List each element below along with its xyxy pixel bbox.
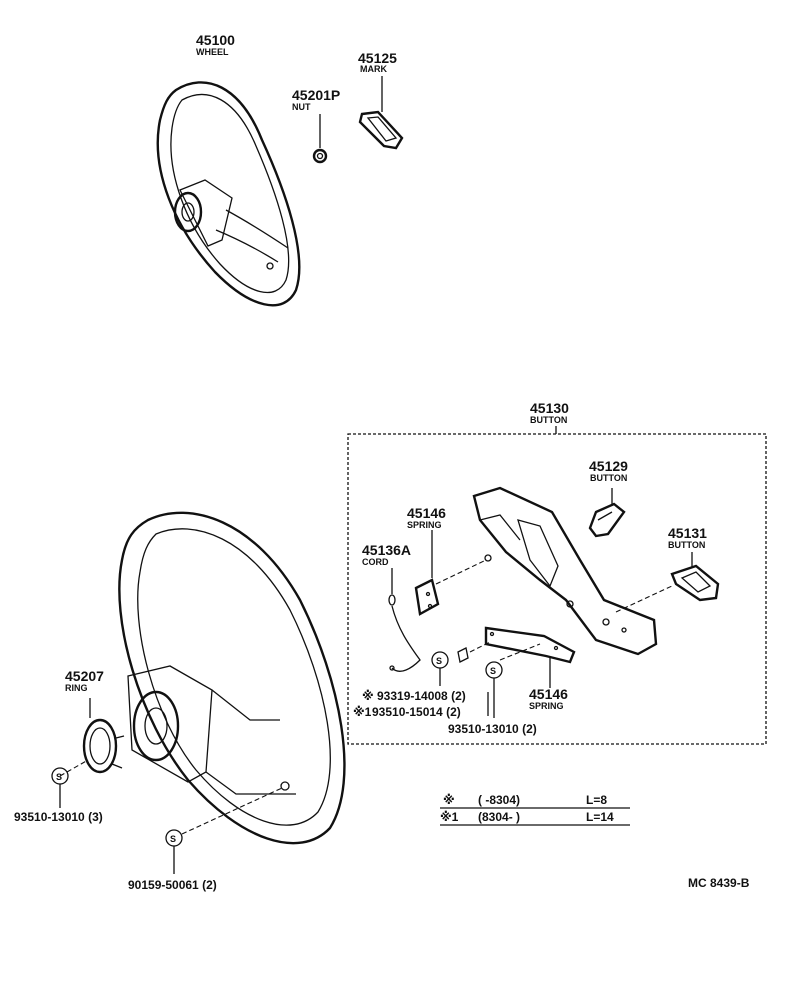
part-number-button-129: 45129 <box>589 458 628 474</box>
part-number-button-assy: 45130 <box>530 400 569 416</box>
part-name-button-131: BUTTON <box>668 540 705 550</box>
part-name-ring: RING <box>65 683 88 693</box>
part-name-mark: MARK <box>360 64 387 74</box>
part-number-button-131: 45131 <box>668 525 707 541</box>
screw-symbols-box <box>431 651 503 718</box>
nut-part <box>312 114 328 164</box>
spring-top-part <box>414 530 487 616</box>
note-length-2: L=14 <box>586 810 614 824</box>
part-number-nut: 45201P <box>292 87 340 103</box>
button-assembly-box <box>347 426 767 745</box>
part-name-wheel: WHEEL <box>196 47 229 57</box>
screw-symbol: S <box>436 656 442 666</box>
part-number-spring-top: 45146 <box>407 505 446 521</box>
button-131-part <box>615 552 720 613</box>
note-mark-s1: ※ <box>362 689 374 703</box>
screw-symbol: S <box>170 834 176 844</box>
note-length-1: L=8 <box>586 793 607 807</box>
note-mark-1: ※ <box>443 793 455 807</box>
part-name-spring-top: SPRING <box>407 520 442 530</box>
part-name-nut: NUT <box>292 102 311 112</box>
part-number-spring-bottom: 45146 <box>529 686 568 702</box>
screw-symbol: S <box>490 666 496 676</box>
part-name-button-129: BUTTON <box>590 473 627 483</box>
note-mark-2: ※1 <box>440 810 459 824</box>
spring-bottom-part <box>457 626 576 688</box>
screw-number-s5: 90159-50061 (2) <box>128 878 217 892</box>
part-number-cord: 45136A <box>362 542 411 558</box>
ring-part <box>59 698 125 777</box>
note-range-2: (8304- ) <box>478 810 520 824</box>
part-number-wheel: 45100 <box>196 32 235 48</box>
screw-number-s1: 93319-14008 (2) <box>377 689 466 703</box>
note-range-1: ( -8304) <box>478 793 520 807</box>
drawing-id: MC 8439-B <box>688 876 750 890</box>
cord-part <box>388 568 421 672</box>
upper-steering-wheel <box>156 81 301 307</box>
screw-symbols-left <box>51 767 283 874</box>
note-mark-s2: ※1 <box>353 705 372 719</box>
part-name-button-assy: BUTTON <box>530 415 567 425</box>
part-name-spring-bottom: SPRING <box>529 701 564 711</box>
screw-symbol: S <box>56 772 62 782</box>
button-129-part <box>588 488 626 538</box>
lower-steering-wheel <box>118 511 346 845</box>
screw-number-s3: 93510-13010 (2) <box>448 722 537 736</box>
part-number-mark: 45125 <box>358 50 397 66</box>
horn-pad <box>472 486 658 656</box>
part-name-cord: CORD <box>362 557 389 567</box>
mark-part <box>358 76 404 150</box>
screw-number-s2: 93510-15014 (2) <box>372 705 461 719</box>
part-number-ring: 45207 <box>65 668 104 684</box>
screw-number-s4: 93510-13010 (3) <box>14 810 103 824</box>
